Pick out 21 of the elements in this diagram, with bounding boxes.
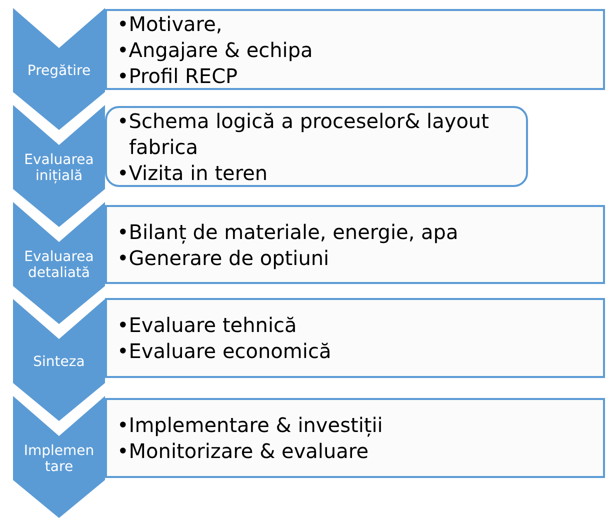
bullet-item: •Vizita in teren [117, 160, 269, 186]
stage-label: Evaluarea inițială [23, 152, 95, 184]
bullet-item: •Bilanț de materiale, energie, apa [117, 218, 458, 244]
bullet-item: •Monitorizare & evaluare [117, 438, 370, 464]
content-box [105, 205, 605, 284]
stage-label: Implementare [23, 443, 95, 475]
stage-label: Evaluarea detaliată [23, 249, 95, 281]
bullet-item: •Evaluare economică [117, 338, 332, 364]
bullet-item: •Angajare & echipa [117, 36, 313, 62]
bullet-item: •Implementare & investiții [117, 412, 383, 438]
content-box [105, 9, 605, 90]
bullet-item: •Evaluare tehnică [117, 312, 298, 338]
content-box [105, 106, 528, 187]
bullet-item: •Profil RECP [117, 62, 239, 88]
content-box [105, 398, 605, 478]
stage-label: Pregătire [27, 63, 91, 79]
stage-label: Sinteza [33, 354, 85, 370]
bullet-item: •Generare de optiuni [117, 244, 330, 270]
bullet-item: •Schema logică a proceselor& layout fabrica [117, 108, 490, 160]
content-box [105, 298, 605, 378]
bullet-item: •Motivare, [117, 10, 224, 36]
